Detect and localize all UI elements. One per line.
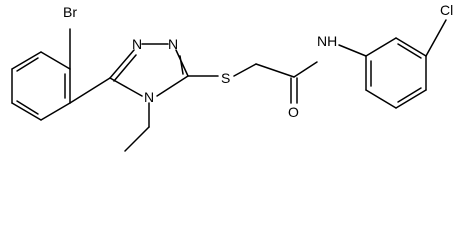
bond-ethyl xyxy=(124,126,150,152)
bond-co-nh xyxy=(293,61,318,78)
bond-c-cl xyxy=(425,19,447,57)
atom-cl: Cl xyxy=(440,2,453,18)
bond-s-ch2 xyxy=(233,63,257,77)
triazole-ring xyxy=(109,43,189,97)
atom-n-triazole-top-left: N xyxy=(132,36,142,52)
atom-n-triazole-top-right: N xyxy=(168,36,178,52)
atom-n-triazole-bottom: N xyxy=(144,89,154,105)
bond-aryl-triazole xyxy=(69,77,111,104)
bond-ch2-co xyxy=(255,63,295,78)
chemical-structure: Br N N N S O NH Cl xyxy=(11,2,453,152)
atom-br: Br xyxy=(63,4,77,20)
bond-nh-aryl xyxy=(338,44,367,57)
atom-s: S xyxy=(221,70,230,86)
bromophenyl-ring xyxy=(11,51,71,121)
atom-nh: NH xyxy=(317,33,337,49)
chlorophenyl-ring xyxy=(365,37,427,109)
atom-o: O xyxy=(288,104,299,120)
